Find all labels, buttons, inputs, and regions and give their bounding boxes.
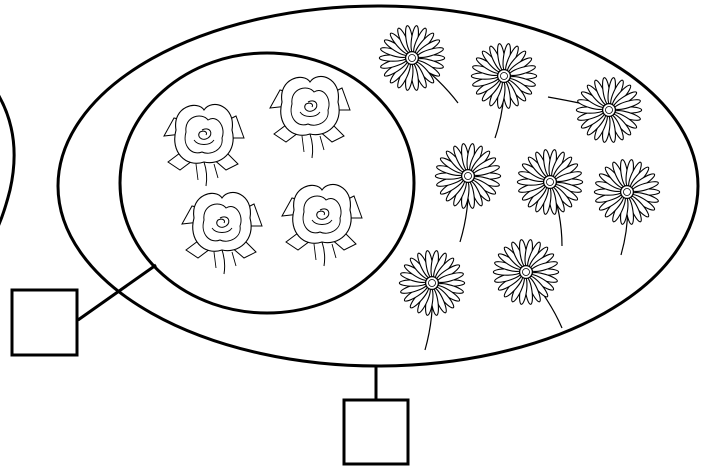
daisies-group xyxy=(379,25,659,350)
left-partial-set xyxy=(0,70,14,250)
rose-flower xyxy=(270,76,350,158)
daisy-flower xyxy=(435,143,500,242)
inner-set-answer-box[interactable] xyxy=(12,290,77,355)
rose-flower xyxy=(164,104,244,186)
roses-group xyxy=(164,76,362,274)
rose-flower xyxy=(282,184,362,266)
inner-set-ellipse xyxy=(120,53,414,313)
daisy-flower xyxy=(399,250,464,350)
outer-set-answer-box[interactable] xyxy=(344,400,408,464)
rose-flower xyxy=(182,192,262,274)
daisy-flower xyxy=(594,159,659,255)
daisy-flower xyxy=(548,77,642,143)
inner-set-connector xyxy=(78,265,156,320)
daisy-flower xyxy=(471,43,536,138)
daisy-flower xyxy=(517,149,582,246)
daisy-flower xyxy=(379,25,458,103)
daisy-flower xyxy=(493,239,562,328)
